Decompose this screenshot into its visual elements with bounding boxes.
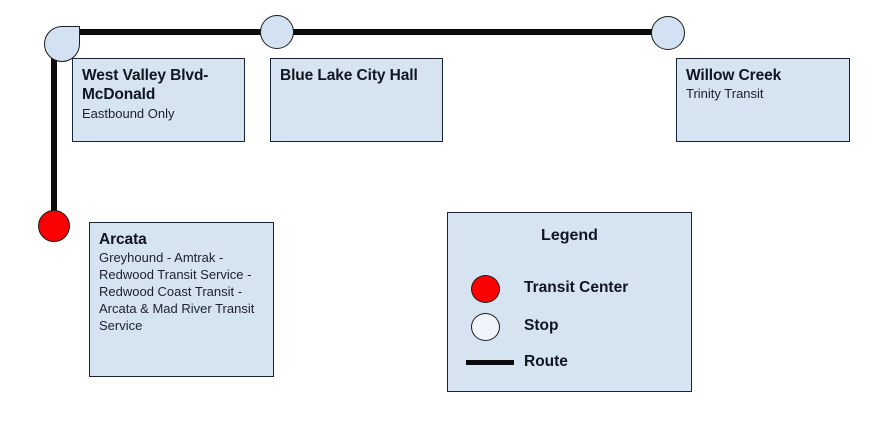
station-box-willow-creek[interactable]: Willow Creek Trinity Transit	[676, 58, 850, 142]
legend-symbol	[464, 309, 516, 345]
station-box-arcata[interactable]: Arcata Greyhound - Amtrak - Redwood Tran…	[89, 222, 274, 377]
station-box-west-valley-blvd-mcdonald[interactable]: West Valley Blvd-McDonald Eastbound Only	[72, 58, 245, 142]
legend-panel: Legend Transit Center Stop Route	[447, 212, 692, 392]
station-title: Arcata	[99, 231, 147, 248]
legend-item-route: Route	[448, 345, 691, 381]
station-title: Blue Lake City Hall	[280, 67, 418, 84]
legend-item-label: Route	[524, 353, 568, 370]
legend-item-transit-center: Transit Center	[448, 271, 691, 307]
station-subtitle: Eastbound Only	[82, 105, 175, 121]
legend-title: Legend	[541, 227, 598, 244]
legend-item-stop: Stop	[448, 309, 691, 345]
legend-symbol	[464, 271, 516, 307]
station-title: West Valley Blvd-McDonald	[82, 67, 209, 104]
station-box-blue-lake-city-hall[interactable]: Blue Lake City Hall	[270, 58, 443, 142]
legend-item-label: Stop	[524, 317, 559, 334]
stop-node-willow-creek[interactable]	[651, 16, 685, 50]
black-line-icon	[466, 360, 514, 365]
station-title: Willow Creek	[686, 67, 782, 84]
legend-item-label: Transit Center	[524, 279, 629, 296]
filled-red-circle-icon	[471, 275, 500, 303]
open-circle-icon	[471, 313, 500, 341]
stop-node-blue-lake-city-hall[interactable]	[260, 15, 294, 49]
stop-node-west-valley-blvd-mcdonald[interactable]	[44, 26, 80, 62]
station-subtitle: Trinity Transit	[686, 86, 764, 102]
transit-center-node-arcata[interactable]	[38, 210, 70, 242]
station-subtitle: Greyhound - Amtrak - Redwood Transit Ser…	[99, 250, 255, 333]
legend-symbol	[464, 345, 516, 381]
